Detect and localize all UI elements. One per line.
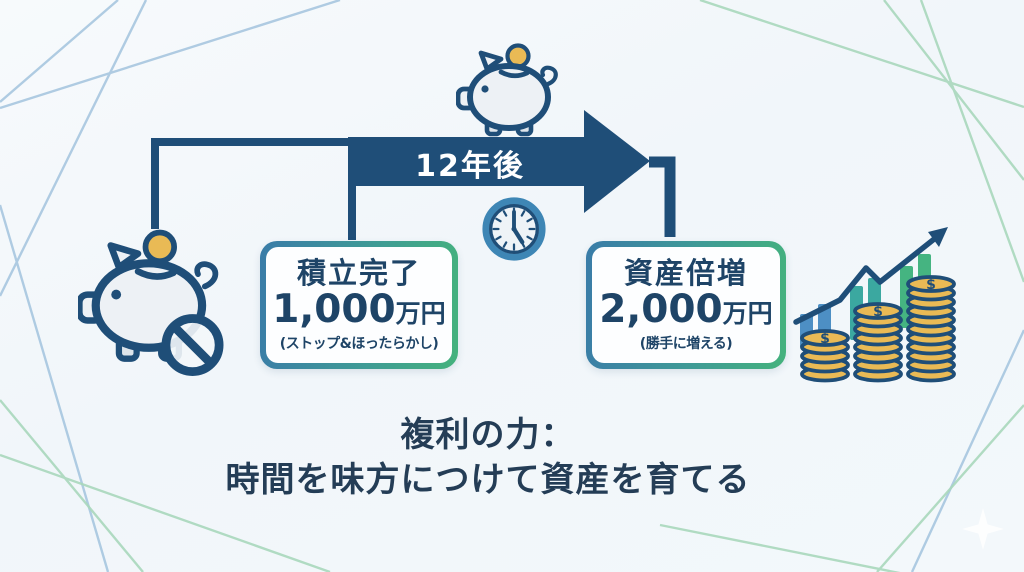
dollar-sign: $ [820, 331, 830, 347]
dollar-sign: $ [873, 304, 883, 320]
end-amount-value: 2,000 [599, 287, 723, 333]
coin-stacks-growth-icon: $ $ $ [793, 227, 956, 383]
piggy-bank-icon [456, 43, 558, 137]
start-amount-value: 1,000 [272, 287, 396, 333]
coin-stack-medium [853, 302, 903, 383]
timeline-arrow-label: 12年後 [415, 149, 525, 184]
coin-stack-large [906, 275, 956, 383]
end-box: 資産倍増 2,000万円 (勝手に増える) [586, 241, 786, 369]
piggy-bank-stop-icon [78, 229, 224, 376]
clock-icon [482, 197, 546, 261]
start-box-amount: 1,000万円 [272, 290, 445, 330]
dollar-sign: $ [926, 277, 936, 293]
end-box-title: 資産倍増 [623, 255, 748, 290]
start-box: 積立完了 1,000万円 (ストップ&ほったらかし) [260, 241, 458, 369]
caption-line2: 時間を味方につけて資産を育てる [225, 460, 751, 500]
growth-arrowhead [928, 227, 948, 247]
end-box-amount: 2,000万円 [599, 290, 772, 330]
end-amount-unit: 万円 [722, 299, 773, 329]
prohibition-icon [161, 314, 224, 376]
coin-stack-small [800, 329, 850, 383]
start-amount-unit: 万円 [395, 299, 446, 329]
caption: 複利の力： 時間を味方につけて資産を育てる [148, 413, 828, 503]
start-box-note: (ストップ&ほったらかし) [279, 336, 439, 353]
start-box-title: 積立完了 [296, 255, 421, 290]
end-box-note: (勝手に増える) [639, 336, 733, 353]
caption-line1: 複利の力： [400, 415, 576, 455]
